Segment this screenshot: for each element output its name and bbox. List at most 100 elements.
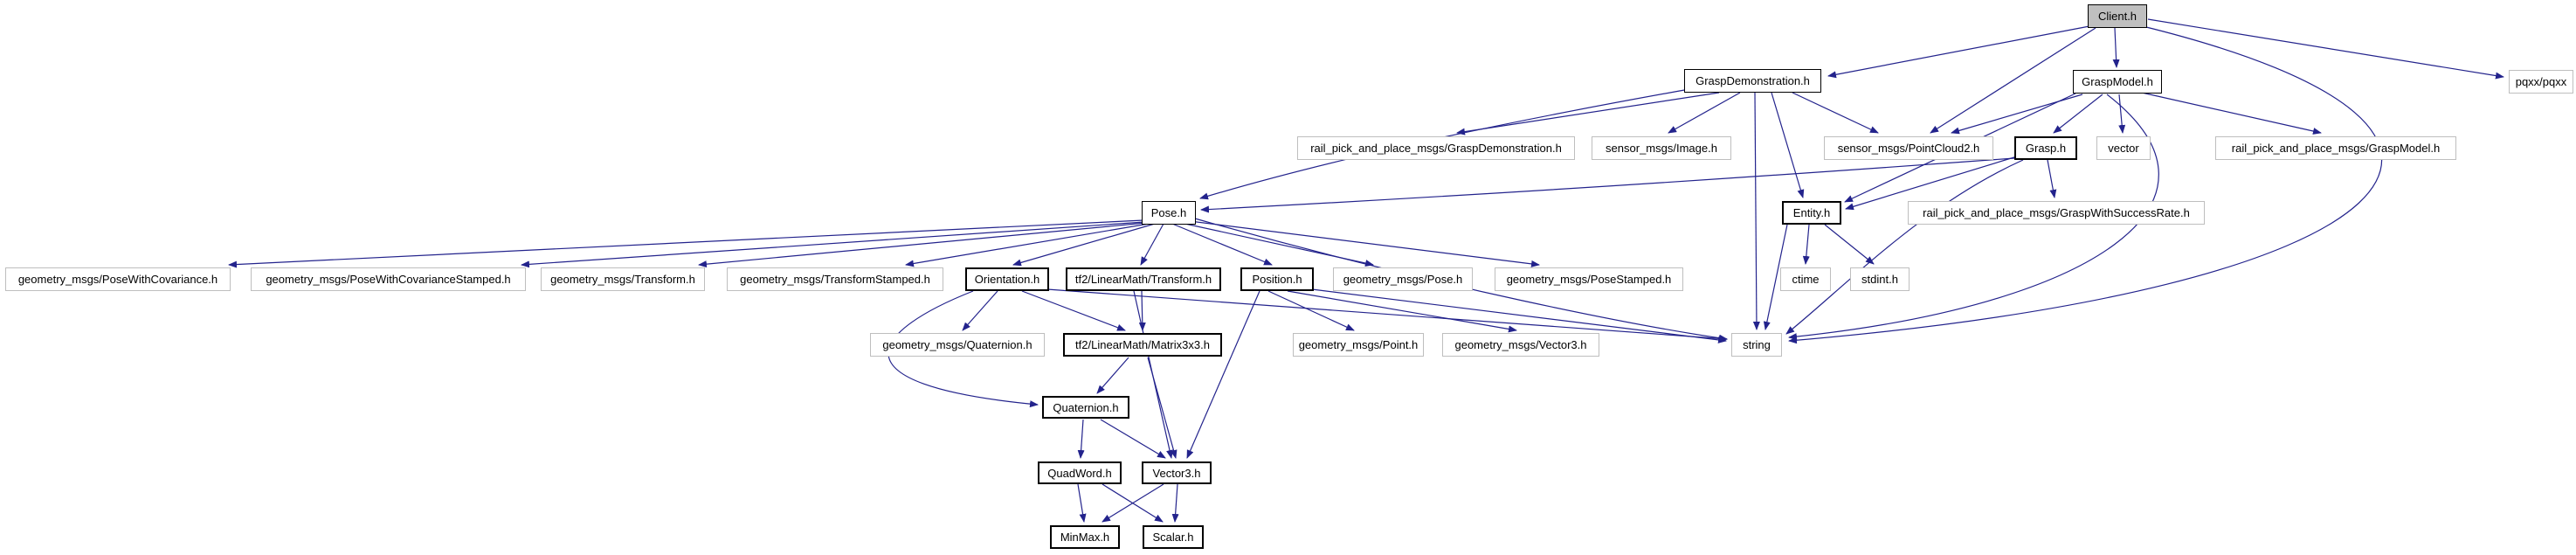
- edge-client-to-string: [1788, 25, 2383, 344]
- node-scalar[interactable]: Scalar.h: [1143, 525, 1204, 549]
- node-label-vector: vector: [2108, 142, 2139, 155]
- node-label-g_tf: geometry_msgs/Transform.h: [550, 273, 695, 286]
- node-label-quat: Quaternion.h: [1053, 400, 1119, 414]
- edge-orient-to-tf2_m33: [1021, 290, 1126, 331]
- node-label-g_pwcs: geometry_msgs/PoseWithCovarianceStamped.…: [266, 273, 511, 286]
- edge-graspdemo-to-rail_gd: [1456, 92, 1720, 135]
- node-orient[interactable]: Orientation.h: [965, 267, 1049, 291]
- edge-client-to-graspmodel: [2112, 27, 2120, 68]
- node-label-client: Client.h: [2097, 10, 2137, 23]
- edge-pose-to-orient: [1012, 223, 1156, 267]
- edge-pose-to-g_pwc: [228, 219, 1144, 268]
- node-g_ps: geometry_msgs/PoseStamped.h: [1495, 267, 1683, 291]
- node-ctime: ctime: [1780, 267, 1831, 291]
- edge-tf2_m33-to-quat: [1096, 357, 1129, 394]
- node-g_pose: geometry_msgs/Pose.h: [1333, 267, 1473, 291]
- edge-grasp-to-entity: [1845, 156, 2018, 211]
- node-tf2_m33[interactable]: tf2/LinearMath/Matrix3x3.h: [1063, 333, 1222, 357]
- edge-client-to-pqxx: [2147, 18, 2504, 80]
- edge-entity-to-ctime: [1802, 224, 1810, 265]
- node-label-entity: Entity.h: [1792, 206, 1831, 219]
- edge-graspmodel-to-vector: [2118, 94, 2126, 134]
- edge-quat-to-quadword: [1077, 419, 1085, 459]
- edge-entity-to-string: [1763, 224, 1788, 330]
- node-label-scalar: Scalar.h: [1152, 531, 1194, 544]
- node-label-quadword: QuadWord.h: [1047, 466, 1112, 480]
- node-g_pwc: geometry_msgs/PoseWithCovariance.h: [5, 267, 231, 291]
- edge-pose-to-tf2_tf: [1140, 223, 1164, 266]
- edge-tf2_tf-to-tf2_m33: [1138, 290, 1146, 331]
- edge-vec3-to-scalar: [1171, 483, 1179, 523]
- node-label-ctime: ctime: [1792, 273, 1820, 286]
- node-label-g_pose: geometry_msgs/Pose.h: [1343, 273, 1463, 286]
- edge-position-to-g_point: [1267, 290, 1355, 331]
- edge-pose-to-g_pwcs: [521, 221, 1145, 268]
- edge-pose-to-g_tfs: [905, 223, 1150, 267]
- node-client: Client.h: [2088, 4, 2147, 28]
- edge-grasp-to-pose: [1200, 157, 2015, 213]
- node-grasp[interactable]: Grasp.h: [2014, 136, 2077, 160]
- node-g_point: geometry_msgs/Point.h: [1293, 333, 1424, 357]
- node-label-string: string: [1743, 338, 1771, 351]
- edge-pose-to-g_tf: [698, 222, 1147, 268]
- edge-graspdemo-to-img: [1668, 92, 1741, 134]
- node-entity[interactable]: Entity.h: [1782, 201, 1841, 225]
- edge-graspmodel-to-rail_gm: [2141, 92, 2322, 135]
- node-rail_gm: rail_pick_and_place_msgs/GraspModel.h: [2215, 136, 2456, 160]
- node-minmax[interactable]: MinMax.h: [1050, 525, 1120, 549]
- node-label-stdint: stdint.h: [1861, 273, 1898, 286]
- node-label-tf2_tf: tf2/LinearMath/Transform.h: [1074, 273, 1212, 286]
- node-g_quat: geometry_msgs/Quaternion.h: [870, 333, 1045, 357]
- node-pose[interactable]: Pose.h: [1142, 201, 1196, 225]
- edge-client-to-graspdemo: [1827, 25, 2090, 79]
- edge-pose-to-g_ps: [1189, 220, 1540, 267]
- node-label-img: sensor_msgs/Image.h: [1606, 142, 1717, 155]
- edge-pose-to-string: [1194, 218, 1728, 342]
- node-label-minmax: MinMax.h: [1060, 531, 1110, 544]
- edge-position-to-g_v3: [1287, 290, 1517, 333]
- node-vec3[interactable]: Vector3.h: [1142, 461, 1212, 484]
- node-label-pqxx: pqxx/pqxx: [2515, 75, 2567, 88]
- node-rail_gwsr: rail_pick_and_place_msgs/GraspWithSucces…: [1908, 201, 2205, 225]
- node-label-g_quat: geometry_msgs/Quaternion.h: [882, 338, 1032, 351]
- node-quadword[interactable]: QuadWord.h: [1038, 461, 1122, 484]
- edge-graspdemo-to-pc2: [1792, 92, 1879, 134]
- node-label-rail_gwsr: rail_pick_and_place_msgs/GraspWithSucces…: [1923, 206, 2190, 219]
- edge-client-to-pc2: [1930, 27, 2096, 134]
- node-quat[interactable]: Quaternion.h: [1042, 396, 1129, 419]
- node-label-graspmodel: GraspModel.h: [2082, 75, 2153, 88]
- edge-position-to-vec3: [1186, 290, 1260, 459]
- node-tf2_tf[interactable]: tf2/LinearMath/Transform.h: [1066, 267, 1221, 291]
- edge-vec3-to-minmax: [1102, 483, 1164, 523]
- node-string: string: [1731, 333, 1782, 357]
- node-pqxx: pqxx/pqxx: [2509, 70, 2573, 94]
- node-label-g_point: geometry_msgs/Point.h: [1298, 338, 1419, 351]
- node-stdint: stdint.h: [1850, 267, 1910, 291]
- node-position[interactable]: Position.h: [1240, 267, 1314, 291]
- node-label-g_pwc: geometry_msgs/PoseWithCovariance.h: [17, 273, 218, 286]
- node-label-pose: Pose.h: [1150, 206, 1187, 219]
- edge-grasp-to-string: [1785, 159, 2024, 335]
- edge-tf2_m33-to-vec3: [1147, 357, 1178, 459]
- node-graspmodel[interactable]: GraspModel.h: [2073, 70, 2162, 94]
- edge-graspdemo-to-entity: [1771, 92, 1805, 198]
- node-label-g_tfs: geometry_msgs/TransformStamped.h: [740, 273, 930, 286]
- node-g_v3: geometry_msgs/Vector3.h: [1442, 333, 1599, 357]
- edge-graspmodel-to-pc2: [1951, 94, 2083, 135]
- edge-grasp-to-rail_gwsr: [2047, 159, 2057, 198]
- edge-entity-to-stdint: [1824, 224, 1875, 265]
- edge-quat-to-vec3: [1100, 419, 1166, 459]
- edge-position-to-string: [1311, 288, 1727, 343]
- node-label-grasp: Grasp.h: [2025, 142, 2067, 155]
- node-label-g_ps: geometry_msgs/PoseStamped.h: [1506, 273, 1672, 286]
- edge-graspdemo-to-string: [1752, 92, 1760, 330]
- node-g_pwcs: geometry_msgs/PoseWithCovarianceStamped.…: [251, 267, 526, 291]
- edge-orient-to-string: [1046, 288, 1728, 343]
- edge-quadword-to-minmax: [1077, 483, 1087, 523]
- node-label-graspdemo: GraspDemonstration.h: [1695, 74, 1810, 87]
- node-pc2: sensor_msgs/PointCloud2.h: [1824, 136, 1993, 160]
- node-g_tfs: geometry_msgs/TransformStamped.h: [727, 267, 943, 291]
- node-graspdemo[interactable]: GraspDemonstration.h: [1684, 69, 1821, 93]
